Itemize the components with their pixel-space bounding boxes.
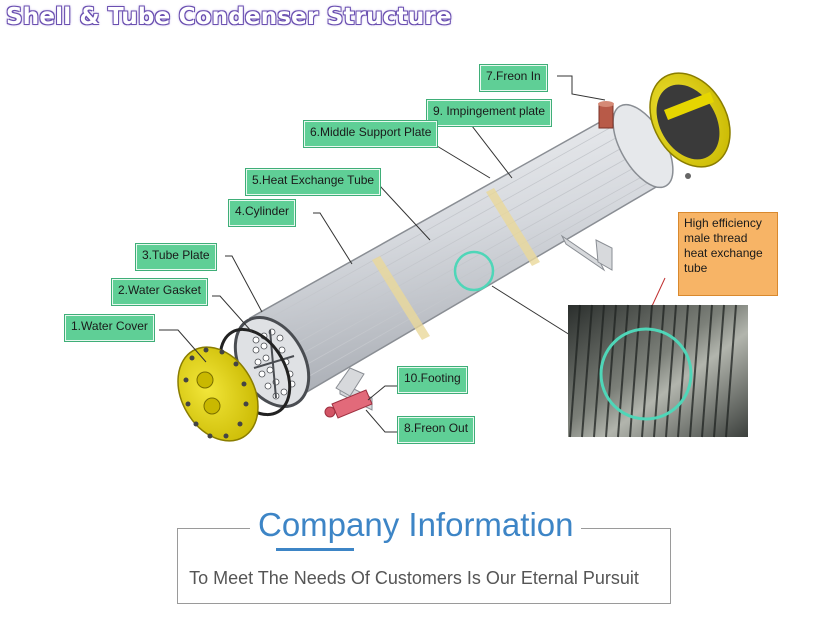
callout-thread-tube: High efficiency male thread heat exchang… [678, 212, 778, 296]
label-water-cover: 1.Water Cover [64, 314, 155, 342]
label-tube-plate: 3.Tube Plate [135, 243, 217, 271]
freon-out-pipe [324, 389, 373, 419]
right-water-cover [649, 72, 731, 179]
leader-lines [159, 75, 666, 433]
label-heat-exchange-tube: 5.Heat Exchange Tube [245, 168, 382, 196]
label-freon-out: 8.Freon Out [397, 416, 476, 444]
company-info-subtitle: To Meet The Needs Of Customers Is Our Et… [189, 568, 639, 588]
label-impingement-plate: 9. Impingement plate [426, 99, 553, 127]
label-footing: 10.Footing [397, 366, 468, 394]
company-info-title: Company Information [250, 506, 582, 544]
label-cylinder: 4.Cylinder [228, 199, 297, 227]
label-middle-support-plate: 6.Middle Support Plate [303, 120, 439, 148]
left-water-cover [177, 346, 259, 442]
freon-in-pipe [598, 101, 614, 129]
diagram-title: Shell & Tube Condenser Structure [6, 4, 452, 30]
label-water-gasket: 2.Water Gasket [111, 278, 208, 306]
shell-body [248, 103, 674, 398]
tube-closeup-photo [568, 304, 748, 438]
company-title-underline [276, 548, 354, 551]
label-freon-in: 7.Freon In [479, 64, 548, 92]
